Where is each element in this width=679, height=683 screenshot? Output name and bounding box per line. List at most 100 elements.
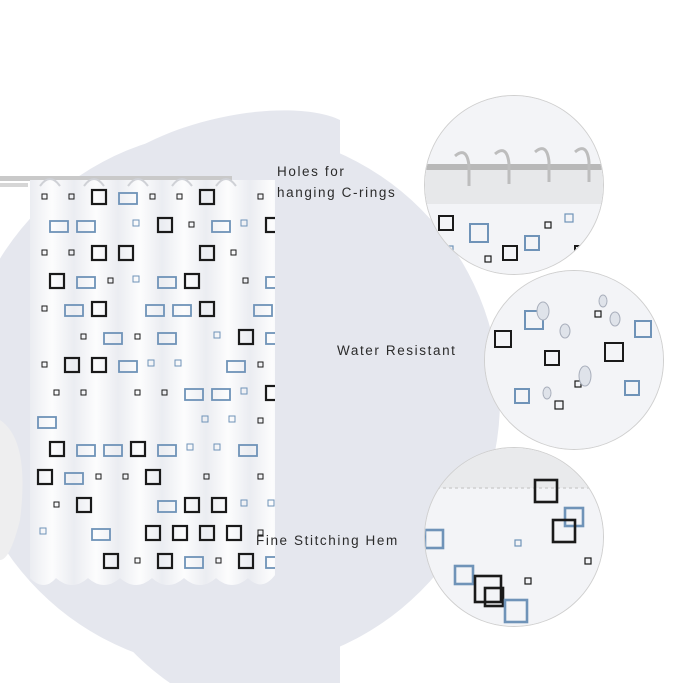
pattern-square <box>80 389 87 396</box>
pattern-square <box>90 300 108 318</box>
water-droplet <box>559 323 571 339</box>
pattern-square <box>64 304 84 317</box>
pattern-square <box>594 310 602 318</box>
pattern-square <box>134 333 141 340</box>
pattern-square <box>604 342 624 362</box>
water-droplets-icon <box>485 271 663 449</box>
water-droplet <box>598 294 608 308</box>
pattern-square <box>80 333 87 340</box>
pattern-square <box>36 468 54 486</box>
pattern-square <box>53 389 60 396</box>
pattern-square <box>171 524 189 542</box>
pattern-square <box>183 272 201 290</box>
curtain-fold <box>118 180 162 585</box>
pattern-square <box>76 276 96 289</box>
curtain-fold <box>162 180 206 585</box>
pattern-square <box>172 304 192 317</box>
holes-label-line2: hanging C-rings <box>277 185 397 200</box>
grommet-hole <box>215 178 237 187</box>
pattern-square <box>453 564 475 586</box>
water-droplet <box>609 311 621 327</box>
pattern-square <box>253 304 273 317</box>
pattern-square <box>503 598 529 624</box>
pattern-square <box>483 586 505 608</box>
pattern-square <box>211 220 231 233</box>
pattern-square <box>203 473 210 480</box>
pattern-square <box>41 361 48 368</box>
pattern-square <box>265 276 275 289</box>
pattern-square <box>267 499 275 507</box>
pattern-square <box>514 388 530 404</box>
pattern-square <box>117 244 135 262</box>
pattern-square <box>198 244 216 262</box>
pattern-square <box>184 388 204 401</box>
pattern-square <box>198 524 216 542</box>
pattern-square <box>41 249 48 256</box>
pattern-square <box>134 389 141 396</box>
pattern-square <box>624 380 640 396</box>
pattern-square <box>157 332 177 345</box>
pattern-square <box>183 496 201 514</box>
pattern-square <box>68 249 75 256</box>
pattern-square <box>103 332 123 345</box>
pattern-square <box>176 193 183 200</box>
pattern-square <box>265 332 275 345</box>
curtain-fold <box>74 180 118 585</box>
pattern-square <box>502 245 518 261</box>
rings-closeup <box>424 95 604 275</box>
pattern-square <box>90 356 108 374</box>
pattern-square <box>564 213 574 223</box>
pattern-square <box>240 387 248 395</box>
c-ring-hooks-icon <box>425 96 603 274</box>
curtain-fold <box>250 180 275 585</box>
pattern-square <box>102 552 120 570</box>
water-droplet <box>542 386 552 400</box>
pattern-square <box>41 305 48 312</box>
pattern-square <box>76 220 96 233</box>
pattern-square <box>213 443 221 451</box>
grommet-hole <box>171 178 193 187</box>
pattern-square <box>145 304 165 317</box>
pattern-square <box>198 188 216 206</box>
pattern-square <box>90 244 108 262</box>
pattern-square <box>225 524 243 542</box>
pattern-square <box>257 529 264 536</box>
pattern-square <box>68 193 75 200</box>
grommet-hole <box>127 178 149 187</box>
pattern-square <box>144 468 162 486</box>
pattern-square <box>53 501 60 508</box>
stitched-hem-icon <box>425 448 603 626</box>
pattern-square <box>76 444 96 457</box>
pattern-square <box>156 552 174 570</box>
stitching-hem-label: Fine Stitching Hem <box>256 533 399 548</box>
pattern-square <box>118 360 138 373</box>
pattern-square <box>49 220 69 233</box>
pattern-square <box>544 221 552 229</box>
pattern-square <box>211 388 231 401</box>
pattern-square <box>544 350 560 366</box>
pattern-square <box>264 384 275 402</box>
pattern-square <box>634 320 652 338</box>
pattern-square <box>524 577 532 585</box>
pattern-square <box>237 552 255 570</box>
pattern-square <box>264 216 275 234</box>
pattern-square <box>584 557 592 565</box>
pattern-square <box>147 359 155 367</box>
pattern-square <box>118 192 138 205</box>
pattern-square <box>37 416 57 429</box>
pattern-square <box>157 444 177 457</box>
pattern-square <box>514 539 522 547</box>
pattern-square <box>215 557 222 564</box>
pattern-square <box>134 557 141 564</box>
pattern-square <box>198 300 216 318</box>
pattern-square <box>188 221 195 228</box>
pattern-square <box>230 249 237 256</box>
pattern-square <box>157 276 177 289</box>
pattern-square <box>425 528 445 550</box>
pattern-square <box>75 496 93 514</box>
pattern-square <box>226 360 246 373</box>
pattern-square <box>257 473 264 480</box>
pattern-square <box>551 518 577 544</box>
pattern-square <box>174 359 182 367</box>
pattern-square <box>90 188 108 206</box>
